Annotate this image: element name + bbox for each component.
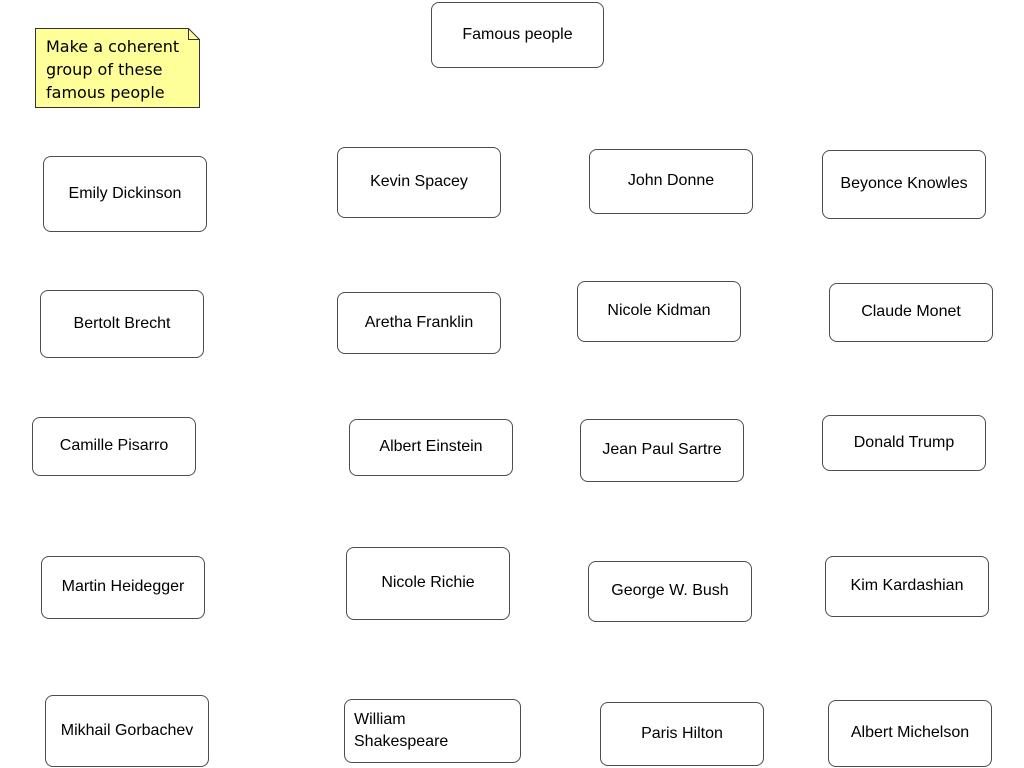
person-node-albert-einstein[interactable]: Albert Einstein — [349, 419, 513, 476]
person-node-nicole-richie[interactable]: Nicole Richie — [346, 547, 510, 620]
person-node-john-donne[interactable]: John Donne — [589, 149, 753, 214]
root-node-famous-people[interactable]: Famous people — [431, 2, 604, 68]
person-node-william-shakespeare[interactable]: William Shakespeare — [344, 699, 521, 763]
person-node-albert-michelson[interactable]: Albert Michelson — [828, 700, 992, 767]
person-node-bertolt-brecht[interactable]: Bertolt Brecht — [40, 290, 204, 358]
person-node-george-w-bush[interactable]: George W. Bush — [588, 561, 752, 622]
person-node-mikhail-gorbachev[interactable]: Mikhail Gorbachev — [45, 695, 209, 767]
person-node-emily-dickinson[interactable]: Emily Dickinson — [43, 156, 207, 232]
person-node-aretha-franklin[interactable]: Aretha Franklin — [337, 292, 501, 354]
person-node-beyonce-knowles[interactable]: Beyonce Knowles — [822, 150, 986, 219]
person-node-kim-kardashian[interactable]: Kim Kardashian — [825, 556, 989, 617]
person-node-martin-heidegger[interactable]: Martin Heidegger — [41, 556, 205, 619]
sticky-note[interactable]: Make a coherent group of these famous pe… — [35, 28, 200, 108]
person-node-camille-pisarro[interactable]: Camille Pisarro — [32, 417, 196, 476]
person-node-jean-paul-sartre[interactable]: Jean Paul Sartre — [580, 419, 744, 482]
person-node-donald-trump[interactable]: Donald Trump — [822, 415, 986, 471]
person-node-paris-hilton[interactable]: Paris Hilton — [600, 702, 764, 766]
sticky-note-text: Make a coherent group of these famous pe… — [46, 37, 180, 102]
person-node-kevin-spacey[interactable]: Kevin Spacey — [337, 147, 501, 218]
sticky-note-shape — [35, 28, 200, 108]
person-node-claude-monet[interactable]: Claude Monet — [829, 283, 993, 342]
person-node-nicole-kidman[interactable]: Nicole Kidman — [577, 281, 741, 342]
